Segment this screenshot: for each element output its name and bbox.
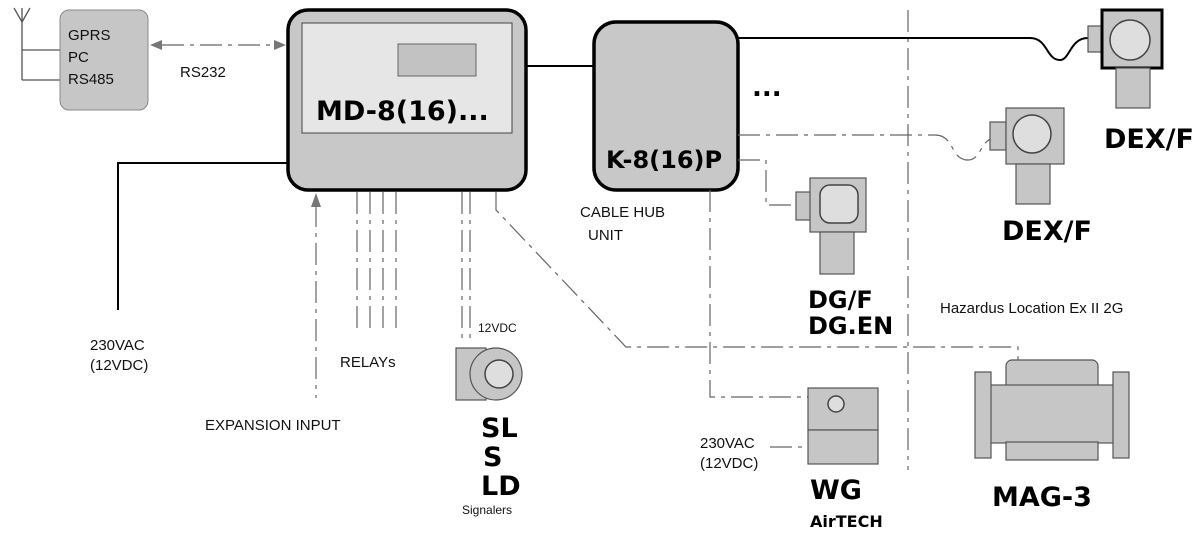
dex-top-label: DEX/F xyxy=(1104,124,1194,155)
wg-unit xyxy=(807,387,879,465)
dg-label-line1: DG/F xyxy=(808,286,873,314)
expansion-input-label: EXPANSION INPUT xyxy=(205,417,341,434)
wg-label: WG xyxy=(810,475,862,506)
power-line-left xyxy=(117,162,288,310)
signaler-label-ld: LD xyxy=(481,471,521,502)
power-left-line2: (12VDC) xyxy=(90,357,148,374)
airtech-label: AirTECH xyxy=(810,512,883,531)
controller-indicator xyxy=(397,43,477,77)
controller-label: MD-8(16)... xyxy=(316,96,489,127)
signalers-voltage: 12VDC xyxy=(478,321,517,335)
relay-lines xyxy=(356,192,397,330)
hub-dex-mid-cable xyxy=(738,134,997,161)
signaler-lens xyxy=(484,359,514,389)
cable-hub-box xyxy=(592,20,740,192)
relays-label: RELAYs xyxy=(340,354,396,371)
dex-top-detector xyxy=(1087,8,1164,109)
expansion-input-arrow-icon xyxy=(311,193,321,207)
dex-mid-detector xyxy=(989,107,1065,205)
hub-dex-top-cable xyxy=(738,37,1089,62)
comm-label-pc: PC xyxy=(68,49,89,66)
dex-top-sensor-icon xyxy=(1109,19,1151,61)
cable-hub-caption-line2: UNIT xyxy=(588,227,623,244)
wg-indicator-icon xyxy=(827,395,845,413)
wg-power-line2: (12VDC) xyxy=(700,455,758,472)
rs232-arrow-right-icon xyxy=(274,40,286,50)
cable-hub-caption-line1: CABLE HUB xyxy=(580,204,665,221)
hazard-zone-label: Hazardus Location Ex II 2G xyxy=(940,300,1123,317)
dex-mid-sensor-icon xyxy=(1012,114,1052,154)
communication-module-box xyxy=(59,9,149,111)
dg-label-line2: DG.EN xyxy=(808,312,893,340)
rs232-label: RS232 xyxy=(180,64,226,81)
hub-wg-link xyxy=(709,190,808,398)
mag3-label: MAG-3 xyxy=(992,482,1092,513)
comm-label-gprs: GPRS xyxy=(68,27,111,44)
controller-mag-link xyxy=(495,192,1019,366)
signaler-label-sl: SL xyxy=(481,413,518,444)
signaler-lines xyxy=(461,192,471,340)
mag3-valve xyxy=(974,359,1130,461)
dg-detector xyxy=(795,177,867,275)
cable-hub-label: K-8(16)P xyxy=(606,146,722,174)
antenna-icon xyxy=(13,7,64,81)
wg-power-line1: 230VAC xyxy=(700,435,755,452)
comm-label-rs485: RS485 xyxy=(68,71,114,88)
hub-dg-link xyxy=(738,159,800,206)
signalers-caption: Signalers xyxy=(462,503,512,517)
signaler-label-s: S xyxy=(483,442,502,473)
dg-sensor-icon xyxy=(819,184,859,224)
controller-display xyxy=(301,22,513,134)
rs232-arrow-left-icon xyxy=(150,40,162,50)
cable-hub-more: ... xyxy=(752,73,782,103)
dex-mid-label: DEX/F xyxy=(1002,216,1092,247)
power-left-line1: 230VAC xyxy=(90,337,145,354)
